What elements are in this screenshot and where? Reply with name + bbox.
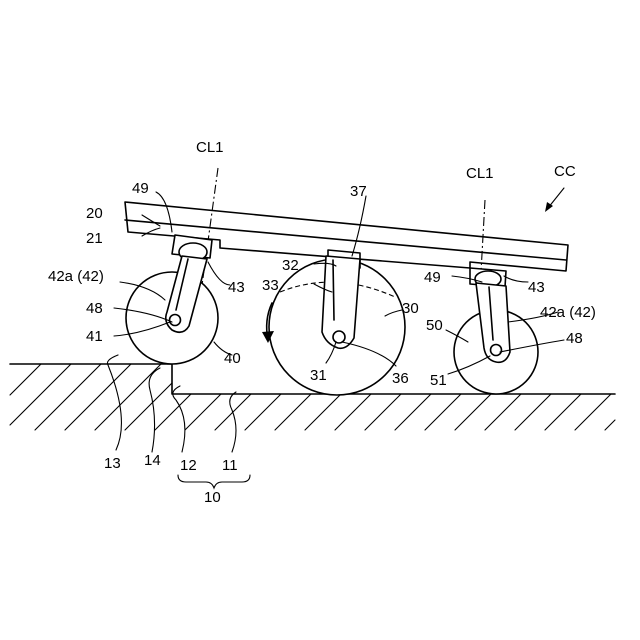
label-31: 31: [310, 367, 327, 384]
left-caster-axle: [170, 315, 181, 326]
center-caster-fork-arm-inner: [333, 260, 334, 320]
label-48-left: 48: [86, 300, 103, 317]
label-32: 32: [282, 257, 299, 274]
label-40: 40: [224, 350, 241, 367]
label-42a-left: 42a (42): [48, 268, 104, 285]
label-41: 41: [86, 328, 103, 345]
label-48-right: 48: [566, 330, 583, 347]
label-49-right: 49: [424, 269, 441, 286]
center-caster-axle: [333, 331, 345, 343]
label-51: 51: [430, 372, 447, 389]
label-42a-right: 42a (42): [540, 304, 596, 321]
label-cc: CC: [554, 163, 576, 180]
label-20: 20: [86, 205, 103, 222]
right-caster-axle: [491, 345, 502, 356]
label-37: 37: [350, 183, 367, 200]
label-36: 36: [392, 370, 409, 387]
left-caster: [126, 235, 218, 364]
label-49-left: 49: [132, 180, 149, 197]
label-21: 21: [86, 230, 103, 247]
bracket-10: [178, 475, 250, 488]
label-13: 13: [104, 455, 121, 472]
label-43-right: 43: [528, 279, 545, 296]
label-33: 33: [262, 277, 279, 294]
label-10: 10: [204, 489, 221, 506]
label-cl1-left: CL1: [196, 139, 224, 156]
label-30: 30: [402, 300, 419, 317]
label-14: 14: [144, 452, 161, 469]
label-43-left: 43: [228, 279, 245, 296]
label-11: 11: [222, 457, 238, 474]
label-50: 50: [426, 317, 443, 334]
right-caster: [454, 268, 538, 394]
label-12: 12: [180, 457, 197, 474]
label-cl1-right: CL1: [466, 165, 494, 182]
